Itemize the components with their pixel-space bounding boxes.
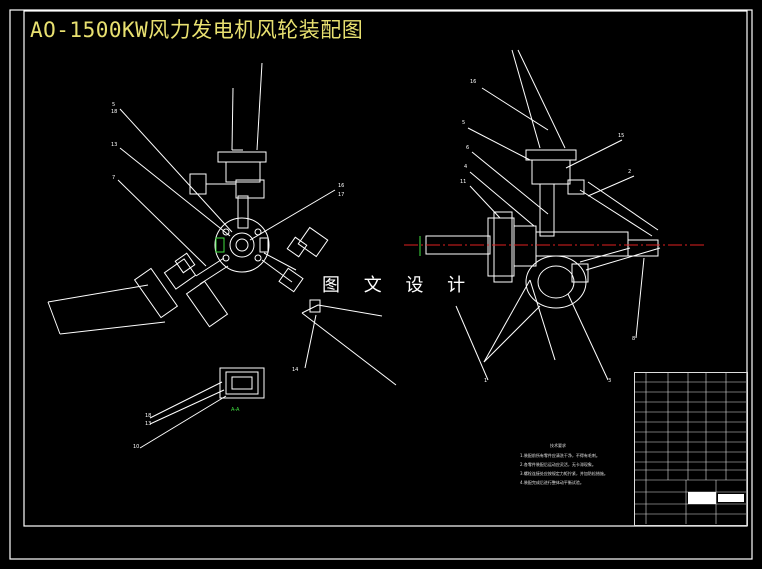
part-label: 13 — [145, 421, 152, 427]
left-blade-flange — [133, 267, 179, 319]
part-label: 5 — [462, 120, 466, 126]
notes-title: 技术要求 — [550, 443, 566, 448]
hub-inner — [229, 232, 255, 258]
part-label: 10 — [133, 444, 140, 450]
note-item: 1.装配前所有零件应清洗干净，不得有毛刺。 — [520, 453, 600, 458]
part-label: 7 — [112, 175, 116, 181]
part-label: 15 — [618, 133, 625, 139]
outer-border — [9, 9, 753, 560]
part-label: 13 — [111, 142, 118, 148]
front-view — [47, 62, 397, 449]
front-flange — [487, 217, 515, 277]
part-label: 11 — [460, 179, 467, 185]
side-blade-flange — [525, 149, 577, 161]
part-label: 18 — [145, 413, 152, 419]
upper-blade-shaft — [231, 87, 234, 151]
upper-blade-flange — [217, 151, 267, 163]
side-view — [425, 49, 661, 381]
part-label: 6 — [466, 145, 470, 151]
part-label: 8 — [632, 336, 636, 342]
part-label: 2 — [628, 169, 632, 175]
title-block-grid — [634, 372, 746, 524]
part-label: 17 — [338, 192, 345, 198]
watermark-text: 图 文 设 计 — [322, 275, 475, 296]
side-blade — [511, 49, 541, 149]
section-label: A-A — [231, 407, 240, 413]
note-item: 3.螺栓连接处应按规定力矩拧紧，并加防松措施。 — [520, 471, 608, 476]
part-label: 16 — [470, 79, 477, 85]
drawing-title: AO-1500KW风力发电机风轮装配图 — [30, 18, 364, 42]
pitch-actuator — [627, 239, 659, 257]
inner-border — [23, 10, 748, 527]
right-pitch-block — [286, 236, 308, 258]
note-item: 2.各零件装配后运动应灵活，无卡滞现象。 — [520, 462, 596, 467]
part-label: 16 — [338, 183, 345, 189]
upper-arm — [237, 195, 249, 229]
hub-outer — [214, 217, 270, 273]
left-counterweight — [185, 280, 229, 328]
part-label: 4 — [464, 164, 468, 170]
part-label: 1 — [484, 378, 488, 384]
part-label: 5 — [112, 102, 116, 108]
note-item: 4.装配完成后进行整体动平衡试验。 — [520, 480, 584, 485]
upper-pitch-block — [189, 173, 207, 195]
part-label: 18 — [111, 109, 118, 115]
title-block — [634, 372, 748, 526]
part-label: 3 — [608, 378, 612, 384]
technical-notes: 技术要求 1.装配前所有零件应清洗干净，不得有毛刺。 2.各零件装配后运动应灵活… — [520, 443, 608, 489]
part-label: 14 — [292, 367, 299, 373]
